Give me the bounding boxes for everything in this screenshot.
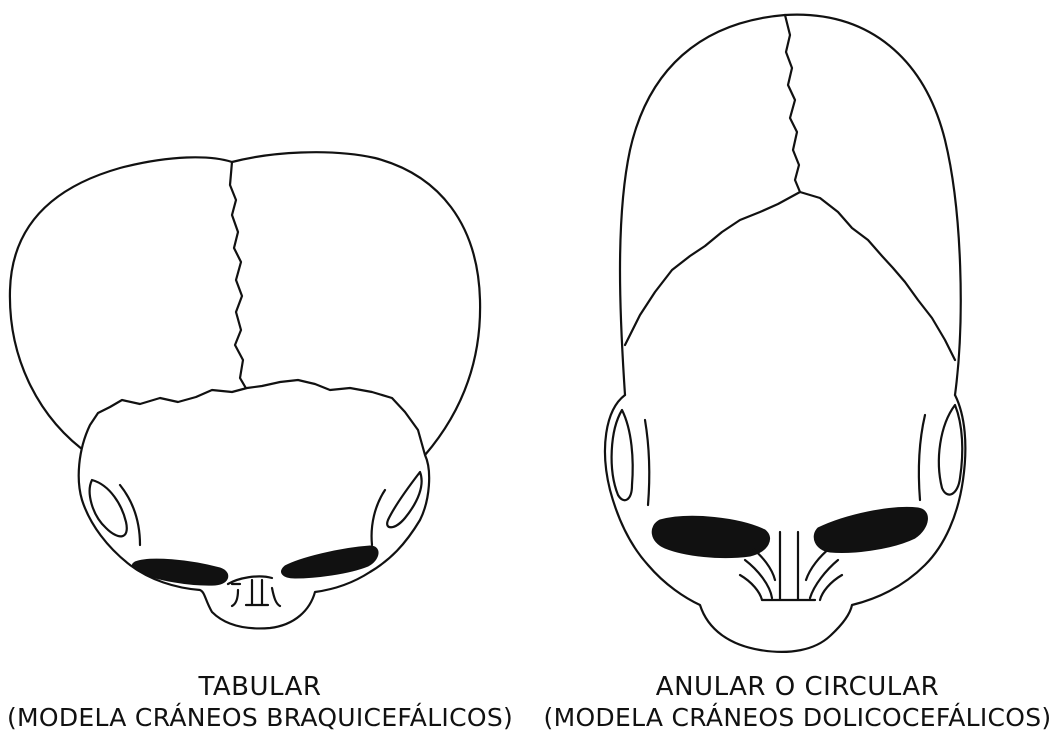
tabular-sagittal-suture — [230, 162, 247, 390]
caption-anular: ANULAR O CIRCULAR (MODELA CRÁNEOS DOLICO… — [535, 672, 1060, 733]
anular-transverse-suture — [625, 192, 955, 360]
anular-right-cheek-line — [919, 415, 925, 500]
caption-tabular-subtitle: (MODELA CRÁNEOS BRAQUICEFÁLICOS) — [0, 703, 520, 733]
anular-right-orbit — [939, 405, 962, 495]
anular-left-brow — [652, 516, 769, 557]
anular-right-brow — [814, 507, 927, 552]
skull-anular — [605, 15, 965, 652]
anular-left-orbit — [612, 410, 633, 500]
caption-tabular-title: TABULAR — [0, 672, 520, 703]
skull-tabular — [10, 152, 480, 628]
caption-tabular: TABULAR (MODELA CRÁNEOS BRAQUICEFÁLICOS) — [0, 672, 520, 733]
caption-anular-subtitle: (MODELA CRÁNEOS DOLICOCEFÁLICOS) — [535, 703, 1060, 733]
anular-sagittal-suture — [785, 15, 800, 192]
caption-anular-title: ANULAR O CIRCULAR — [535, 672, 1060, 703]
anular-left-cheek-line — [645, 420, 649, 505]
